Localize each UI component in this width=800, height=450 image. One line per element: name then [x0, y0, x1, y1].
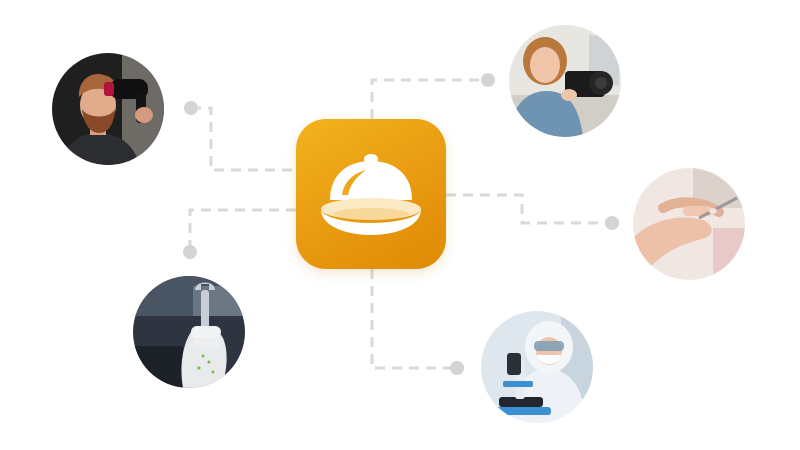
connector-dot-laboratory	[450, 361, 464, 375]
connector-dot-manicure	[605, 216, 619, 230]
connector-photographer	[370, 78, 488, 119]
app-icon[interactable]	[296, 119, 446, 269]
connector-barber	[191, 106, 296, 172]
barber-photo	[52, 53, 164, 165]
connector-mechanic	[188, 208, 296, 252]
connector-laboratory	[370, 269, 457, 370]
connector-manicure	[446, 193, 612, 225]
service-bell-icon	[321, 154, 421, 235]
lab-scientist-photo	[481, 311, 593, 423]
mechanic-photo	[133, 276, 245, 388]
connector-dot-photographer	[481, 73, 495, 87]
manicure-photo	[633, 168, 745, 280]
connector-dot-barber	[184, 101, 198, 115]
photographer-photo	[509, 25, 621, 137]
connector-dot-mechanic	[183, 245, 197, 259]
